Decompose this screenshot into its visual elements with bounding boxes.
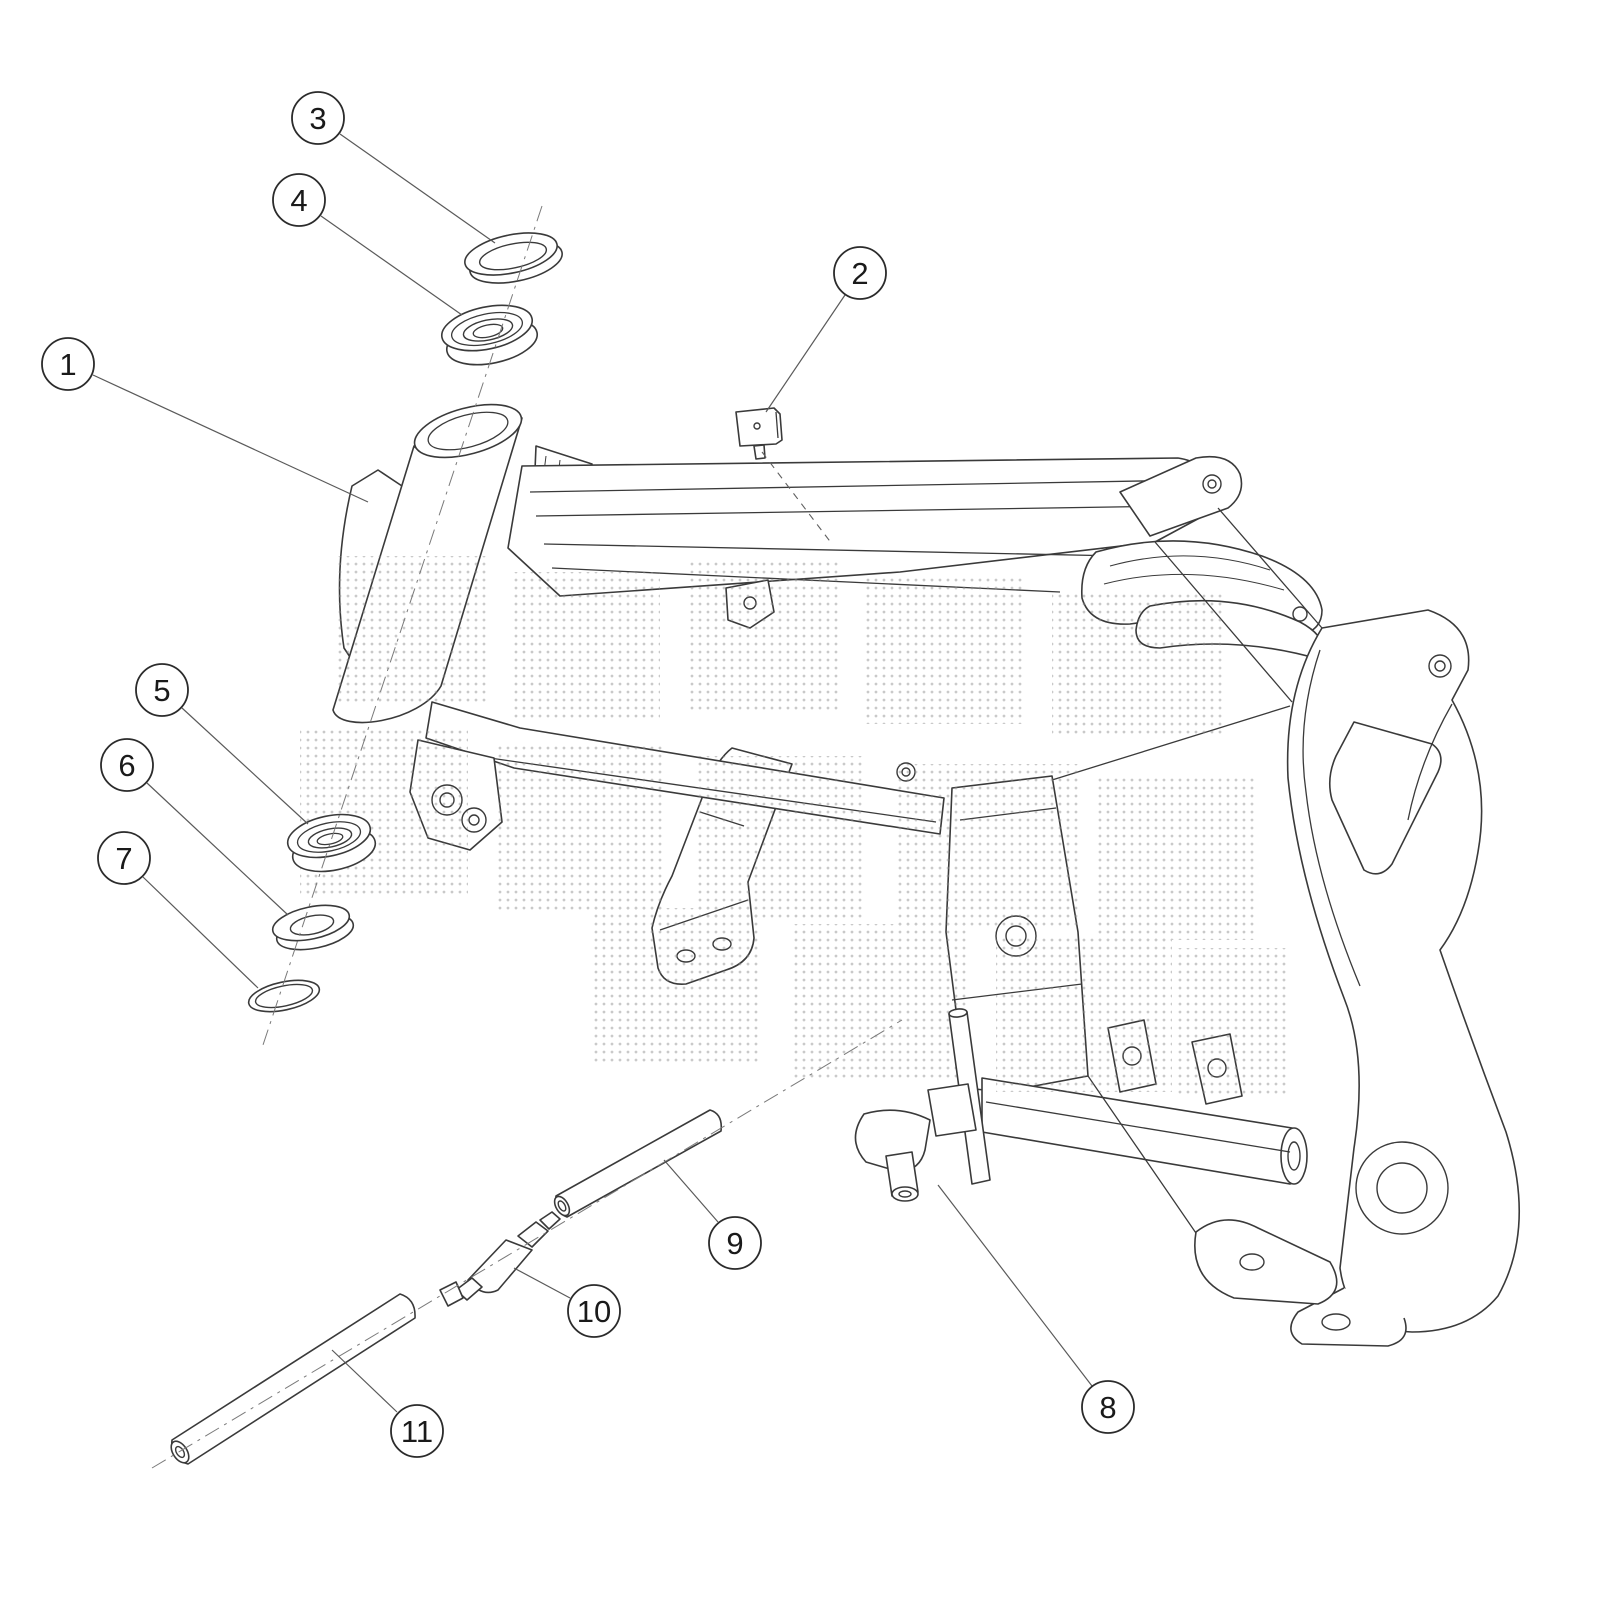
short-tube-part [553,1109,723,1218]
callout-1[interactable]: 1 [41,337,369,503]
upper-bearing-part [440,304,539,366]
callout-circle[interactable] [833,246,887,300]
callout-number: 2 [851,256,868,291]
callout-circle[interactable] [41,337,95,391]
callout-5[interactable]: 5 [135,663,309,825]
dust-seal-part [464,232,563,284]
callout-leader-line [92,374,369,503]
callout-8[interactable]: 8 [937,1184,1135,1434]
callout-leader-line [513,1267,571,1299]
grease-fitting-part [439,1211,561,1307]
callout-number: 4 [290,183,307,218]
mount-block-part [735,407,783,460]
callout-leader-line [339,133,496,244]
pivot-bolt-part [854,1008,991,1202]
callout-circle[interactable] [390,1404,444,1458]
callout-leader-line [663,1159,719,1223]
callout-number: 8 [1099,1390,1116,1425]
callout-leader-line [320,215,463,316]
cross-tube [981,1077,1308,1185]
mount-block-dash-line [761,451,833,545]
callout-6[interactable]: 6 [100,738,289,916]
callout-circle[interactable] [708,1216,762,1270]
subframe-tab [1119,455,1243,537]
callout-9[interactable]: 9 [663,1159,762,1270]
long-tube-part [170,1293,416,1465]
callout-11[interactable]: 11 [331,1349,444,1458]
steering-axis-line [261,205,543,1049]
callout-circle[interactable] [291,91,345,145]
frame-member [1217,507,1323,629]
callout-circle[interactable] [97,831,151,885]
callout-2[interactable]: 2 [765,246,887,413]
rear-foot [1087,1075,1338,1305]
callout-4[interactable]: 4 [272,173,463,316]
rear-side-plate [1286,609,1521,1347]
watermark-dots [300,556,1286,1098]
callout-circle[interactable] [272,173,326,227]
seal-ring-part [271,904,355,951]
callout-circle[interactable] [100,738,154,792]
callout-number: 6 [118,748,135,783]
callout-leader-line [331,1349,398,1413]
callout-number: 7 [115,841,132,876]
callout-number: 1 [59,347,76,382]
axis-lines [151,205,903,1469]
callout-7[interactable]: 7 [97,831,259,989]
o-ring-part [247,979,321,1013]
callout-number: 9 [726,1226,743,1261]
callout-leader-line [146,782,289,916]
frame-member [1154,541,1293,703]
callout-circle[interactable] [135,663,189,717]
callout-leader-line [181,707,309,825]
callout-leader-line [765,294,846,413]
callout-circle[interactable] [567,1284,621,1338]
callout-number: 5 [153,673,170,708]
lower-bearing-part [286,813,377,873]
frame-illustration [332,403,1521,1347]
callout-number: 3 [309,101,326,136]
callout-3[interactable]: 3 [291,91,496,244]
callout-number: 11 [401,1414,433,1449]
exploded-parts [170,232,991,1465]
callouts-layer: 1 2 3 4 5 6 7 8 9 10 11 [41,91,1135,1458]
callout-leader-line [937,1184,1093,1387]
callout-number: 10 [577,1294,611,1329]
callout-circle[interactable] [1081,1380,1135,1434]
callout-leader-line [142,876,259,989]
tube-axis-line [151,1019,903,1469]
callout-10[interactable]: 10 [513,1267,621,1338]
